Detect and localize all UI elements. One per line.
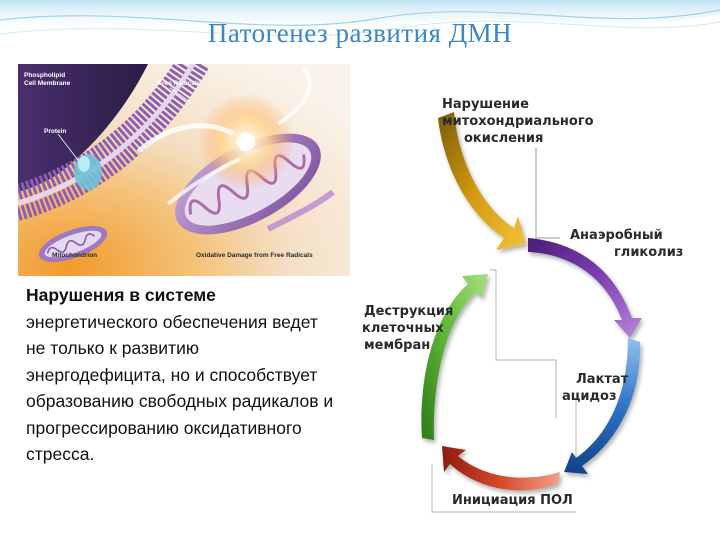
label-lactate-line1: Лактат [576,372,629,387]
label-destruct-line1: Деструкция [364,304,454,319]
label-anaerobic-line1: Анаэробный [570,228,663,243]
label-mito-line3: окисления [464,131,544,146]
slide-title: Патогенез развития ДМН [207,18,513,48]
label-phospholipid: Phospholipid [24,72,66,79]
label-mitochondrion: Mitochondrion [52,252,98,259]
body-text-rest: энергетического обеспечения ведет не тол… [26,311,334,465]
label-anaerobic-line2: гликолиз [614,245,684,260]
connector-line [431,464,576,513]
body-text: Нарушения в системе энергетического обес… [26,282,336,468]
oxidative-damage-illustration: Phospholipid Cell Membrane Free Radicals… [18,64,350,276]
arrow-glycolysis [528,238,642,338]
arrow-membrane [421,274,488,440]
label-lactate-line2: ацидоз [562,389,617,404]
label-mito-line1: Нарушение [442,97,529,112]
label-free-radicals: Free Radicals [158,80,201,87]
label-destruct-line3: мембран [364,338,431,353]
arrow-pol [442,446,560,491]
arrow-lactate [564,338,641,474]
arrow-mitochondrial [438,112,526,250]
label-oxidative-damage: Oxidative Damage from Free Radicals [196,252,313,259]
label-pol: Инициация ПОЛ [452,493,573,508]
pathogenesis-cycle [421,112,642,513]
label-cell-membrane: Cell Membrane [24,80,71,87]
label-mito-line2: митохондриального [442,114,594,129]
connector-line [490,269,557,418]
connector-line [535,148,560,239]
header-waves [0,0,720,37]
label-destruct-line2: клеточных [362,321,444,336]
body-text-lead: Нарушения в системе [26,285,216,305]
label-protein: Protein [44,128,67,135]
